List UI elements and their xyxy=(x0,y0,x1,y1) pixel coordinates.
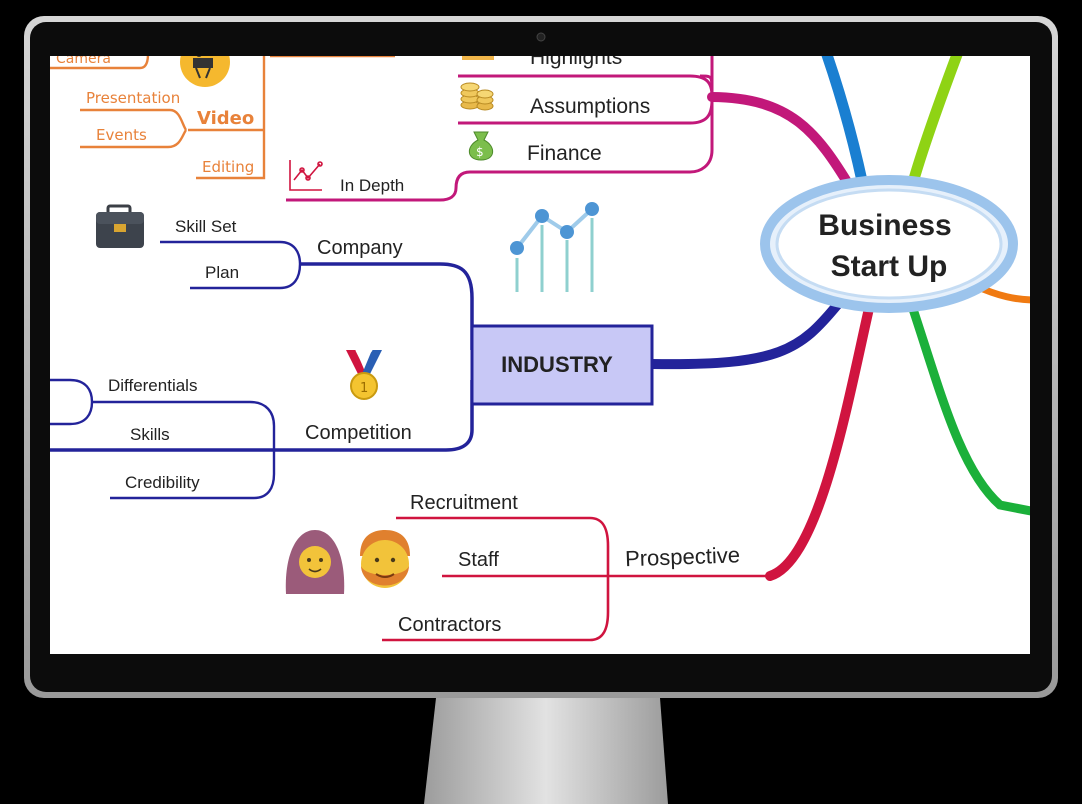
branch-finance xyxy=(707,92,857,195)
competition-title[interactable]: Competition xyxy=(305,422,412,444)
video-item-editing[interactable]: Editing xyxy=(202,158,254,176)
monitor-stand xyxy=(424,698,668,804)
medal-icon: 1 xyxy=(346,349,382,400)
line-chart-icon xyxy=(289,160,323,191)
branch-lime xyxy=(906,56,963,192)
branch-green xyxy=(907,301,1030,516)
competition-item-skills[interactable]: Skills xyxy=(130,425,170,444)
prospective-item-staff[interactable]: Staff xyxy=(458,549,499,571)
industry-branch xyxy=(50,262,474,452)
man-beard-icon xyxy=(360,530,410,588)
prospective-title[interactable]: Prospective xyxy=(625,542,741,571)
money-bag-icon: $ xyxy=(468,131,494,161)
video-branch xyxy=(50,56,395,180)
video-item-camera[interactable]: Camera xyxy=(56,51,111,67)
branch-industry xyxy=(647,299,843,370)
svg-text:1: 1 xyxy=(360,381,368,396)
video-title[interactable]: Video xyxy=(197,108,254,129)
coins-icon xyxy=(460,82,494,111)
highlights-icon xyxy=(462,56,494,60)
central-node-line2[interactable]: Start Up xyxy=(831,250,948,283)
company-item-plan[interactable]: Plan xyxy=(205,263,239,282)
branch-prospective xyxy=(765,299,875,581)
video-item-events[interactable]: Events xyxy=(96,126,147,144)
finance-branch xyxy=(286,56,714,202)
finance-item-highlights[interactable]: Highlights xyxy=(530,46,622,69)
company-branch xyxy=(160,240,302,290)
competition-item-credibility[interactable]: Credibility xyxy=(125,473,200,492)
prospective-item-recruitment[interactable]: Recruitment xyxy=(410,492,518,514)
company-title[interactable]: Company xyxy=(317,237,403,259)
video-item-presentation[interactable]: Presentation xyxy=(86,89,180,107)
finance-item-in-depth[interactable]: In Depth xyxy=(340,176,404,195)
prospective-branch xyxy=(382,516,770,642)
video-camera-icon xyxy=(180,56,230,87)
company-item-skill-set[interactable]: Skill Set xyxy=(175,217,237,236)
industry-node[interactable] xyxy=(470,324,654,406)
finance-item-assumptions[interactable]: Assumptions xyxy=(530,95,650,118)
woman-hijab-icon xyxy=(285,530,345,594)
webcam-icon xyxy=(536,32,546,42)
briefcase-icon xyxy=(96,204,144,248)
svg-text:$: $ xyxy=(476,145,484,159)
competition-branch xyxy=(50,378,276,500)
competition-item-differentials[interactable]: Differentials xyxy=(108,376,197,395)
finance-item-finance[interactable]: Finance xyxy=(527,142,602,165)
industry-node-label[interactable]: INDUSTRY xyxy=(501,352,613,377)
bar-chart-icon xyxy=(510,202,599,292)
central-node-line1[interactable]: Business xyxy=(818,209,951,242)
prospective-item-contractors[interactable]: Contractors xyxy=(398,614,501,636)
